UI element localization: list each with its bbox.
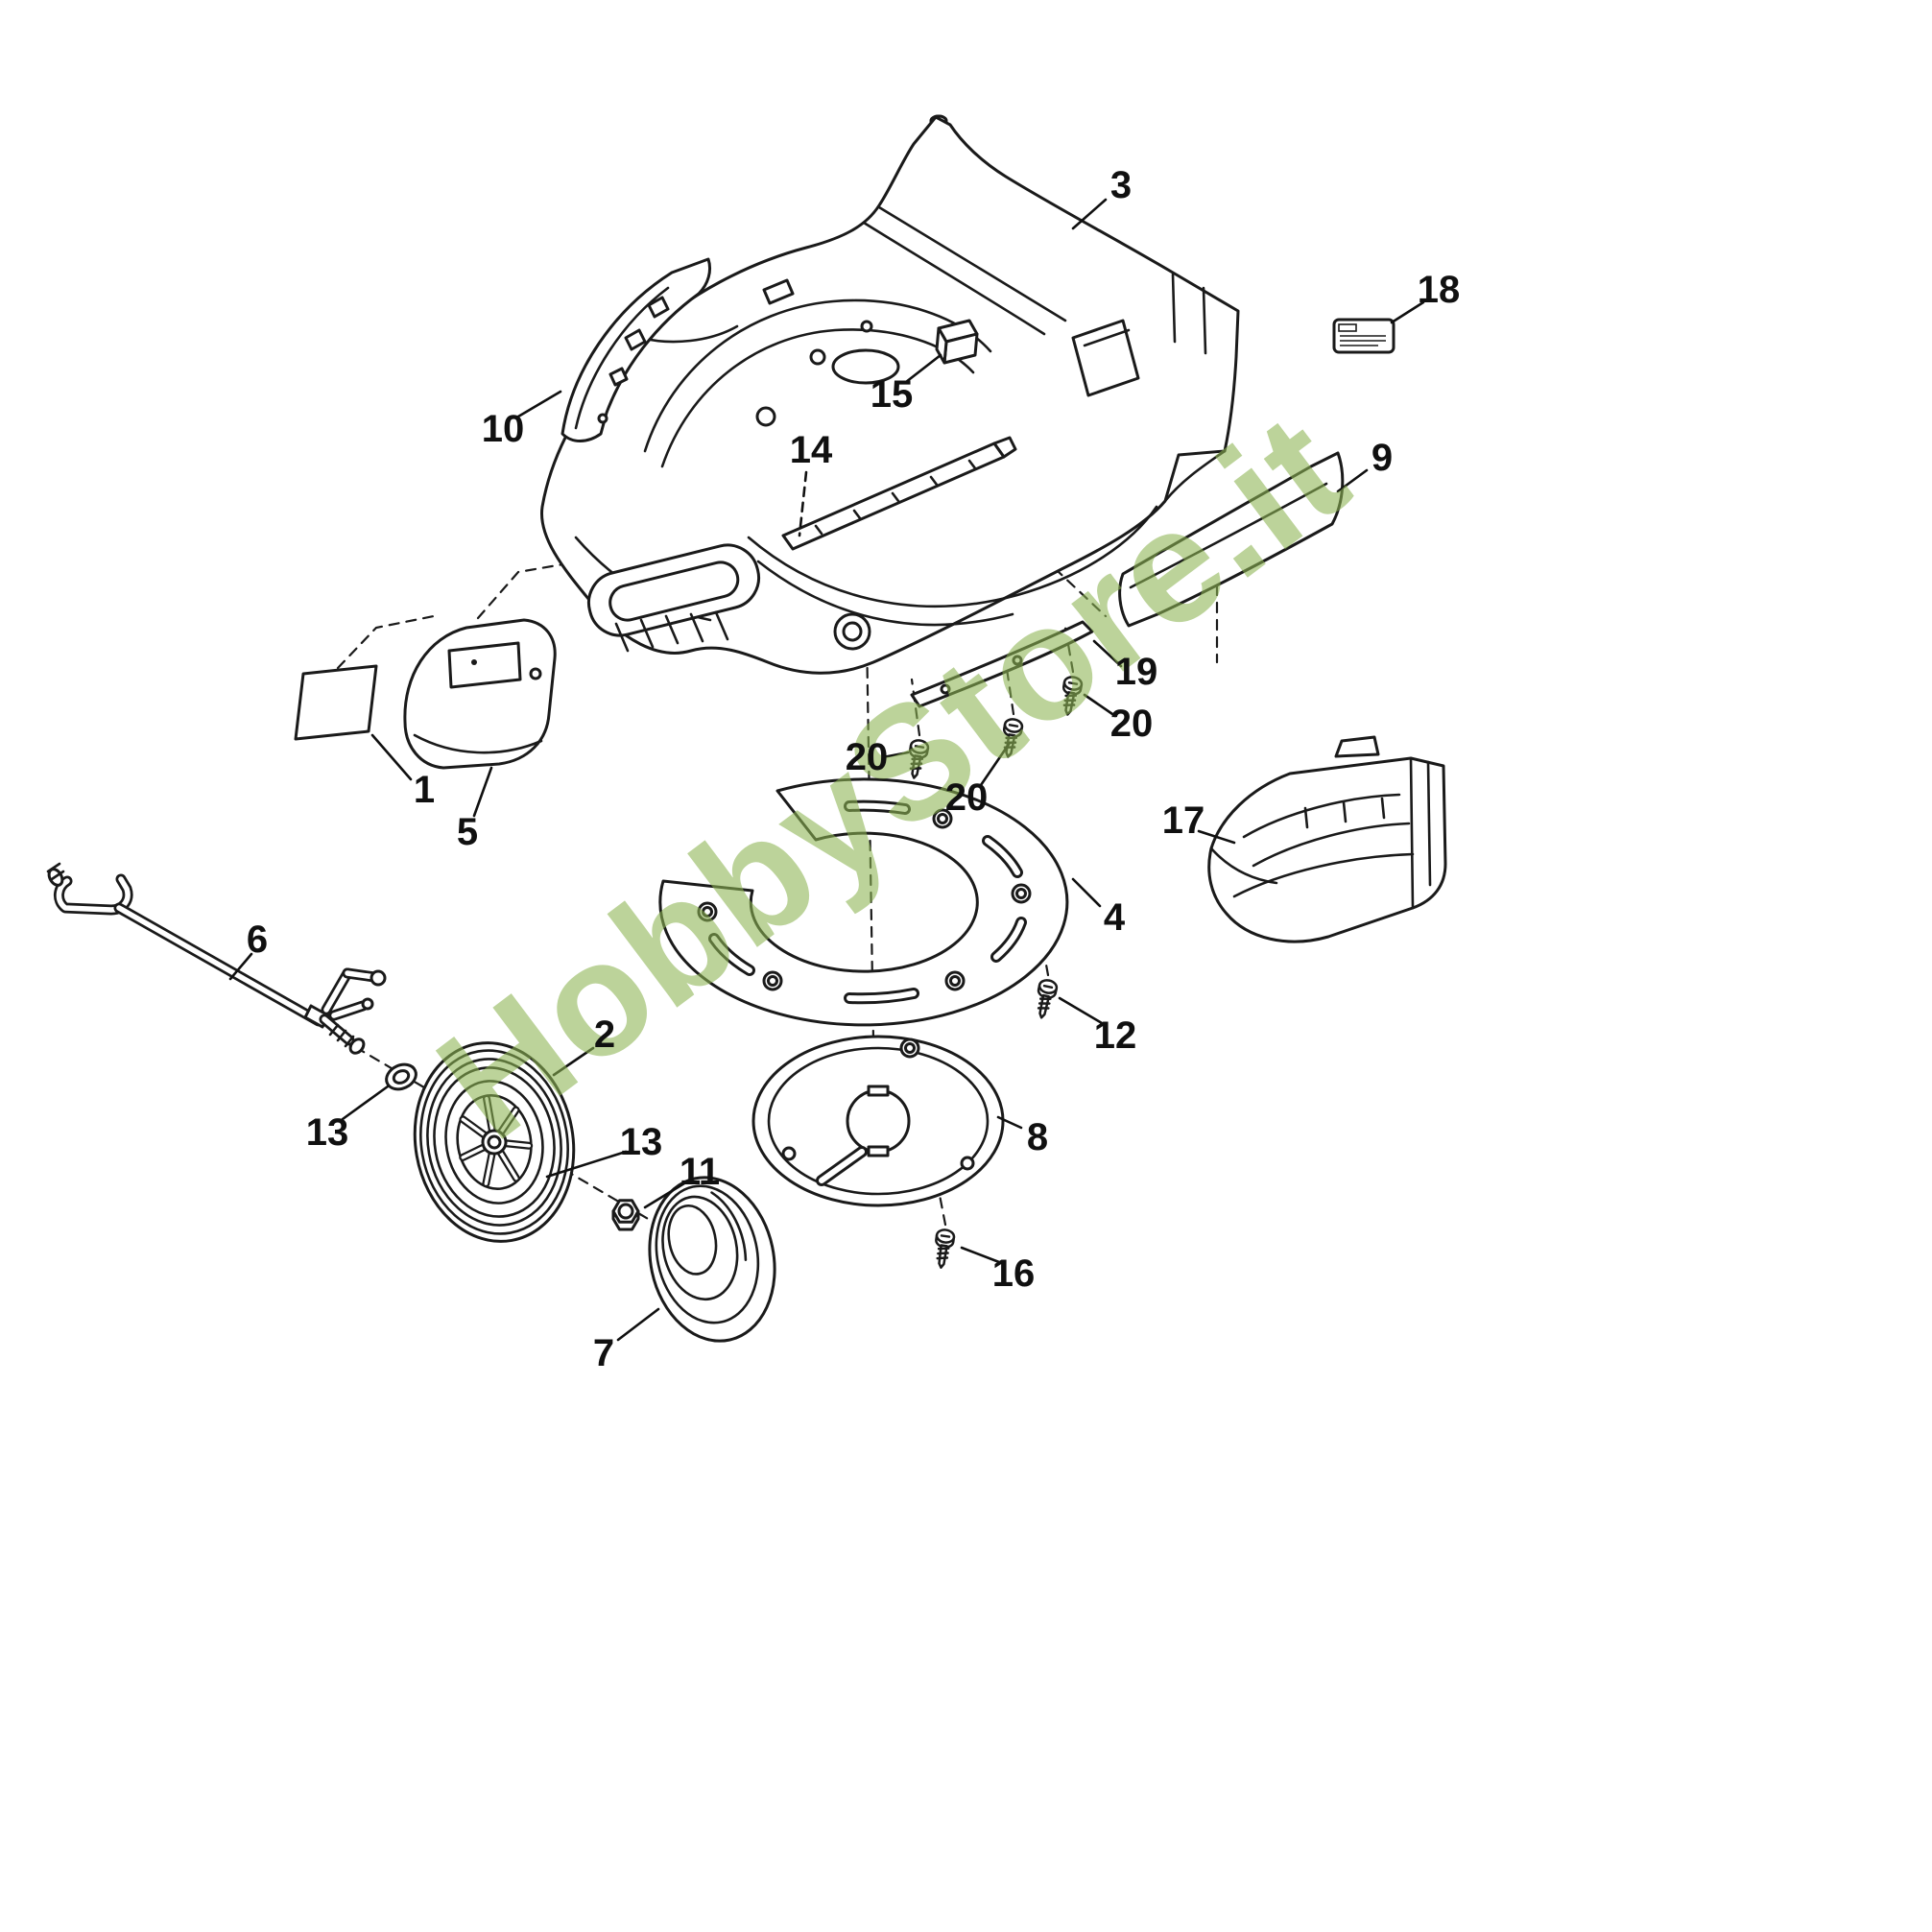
leader-line-18 <box>1390 300 1425 324</box>
part-callout-9: 9 <box>1371 437 1394 479</box>
leader-line-3 <box>1071 198 1108 230</box>
leader-line-5 <box>472 766 493 818</box>
part-callout-18: 18 <box>1417 269 1461 311</box>
leader-line-4 <box>1071 877 1102 908</box>
part-callout-13: 13 <box>619 1121 663 1163</box>
part-11-hex-nut <box>611 1199 640 1231</box>
part-callout-20: 20 <box>845 736 889 778</box>
leader-line-13 <box>545 1150 628 1179</box>
part-callout-10: 10 <box>481 408 525 450</box>
leader-line-13 <box>341 1085 390 1121</box>
leader-line-20 <box>1083 693 1117 718</box>
part-5-front-cover <box>403 618 557 770</box>
part-callout-7: 7 <box>592 1332 615 1374</box>
part-callout-16: 16 <box>991 1252 1036 1295</box>
part-callout-17: 17 <box>1161 799 1205 842</box>
part-callout-1: 1 <box>413 769 436 811</box>
part-callout-2: 2 <box>593 1014 616 1056</box>
part-14-slat <box>781 436 1017 551</box>
part-18-type-plate-sticker <box>1332 318 1395 354</box>
part-callout-20: 20 <box>944 776 989 819</box>
leader-line-20 <box>979 741 1012 787</box>
part-callout-5: 5 <box>456 811 479 853</box>
part-callout-19: 19 <box>1114 651 1158 693</box>
part-17-discharge-chute <box>1207 735 1447 943</box>
part-callout-4: 4 <box>1103 896 1126 939</box>
leader-line-8 <box>996 1115 1023 1130</box>
part-callout-3: 3 <box>1109 164 1133 206</box>
part-13-bearing-left <box>385 1062 417 1091</box>
leader-line-7 <box>616 1307 660 1342</box>
part-6-axle-rod <box>46 862 387 1055</box>
part-callout-20: 20 <box>1109 703 1154 745</box>
part-callout-11: 11 <box>679 1151 721 1193</box>
part-callout-13: 13 <box>305 1111 349 1154</box>
leader-line-14 <box>798 470 808 537</box>
part-2-wheel <box>413 1041 576 1243</box>
grill-slats <box>614 610 729 653</box>
part-8-cover-disc <box>751 1035 1005 1207</box>
part-1-plate <box>294 664 378 741</box>
callout-leader-lines <box>228 198 1425 1342</box>
part-7-hub-cap <box>648 1176 776 1343</box>
leader-line-17 <box>1197 829 1236 845</box>
leader-line-20 <box>881 751 910 759</box>
leader-line-9 <box>1336 468 1369 493</box>
part-9-bumper-trim <box>1118 451 1345 628</box>
leader-line-12 <box>1058 996 1104 1025</box>
leader-line-19 <box>1092 639 1123 668</box>
leader-line-1 <box>370 733 413 781</box>
part-callout-12: 12 <box>1093 1014 1137 1057</box>
leader-line-2 <box>552 1046 595 1077</box>
part-10-side-trim <box>561 257 712 442</box>
part-4-horseshoe-plate <box>658 777 1069 1027</box>
part-callout-8: 8 <box>1026 1116 1049 1158</box>
part-15-clip <box>935 319 979 365</box>
part-callout-14: 14 <box>789 429 833 471</box>
part-19-strip <box>910 620 1094 708</box>
leader-line-6 <box>228 952 253 981</box>
leader-line-11 <box>643 1181 686 1209</box>
part-callout-6: 6 <box>246 918 269 961</box>
part-callout-15: 15 <box>870 373 914 416</box>
leader-line-10 <box>516 390 562 418</box>
leader-line-15 <box>904 353 942 384</box>
part-3-upper-housing <box>539 114 1240 675</box>
leader-line-16 <box>960 1246 1001 1264</box>
